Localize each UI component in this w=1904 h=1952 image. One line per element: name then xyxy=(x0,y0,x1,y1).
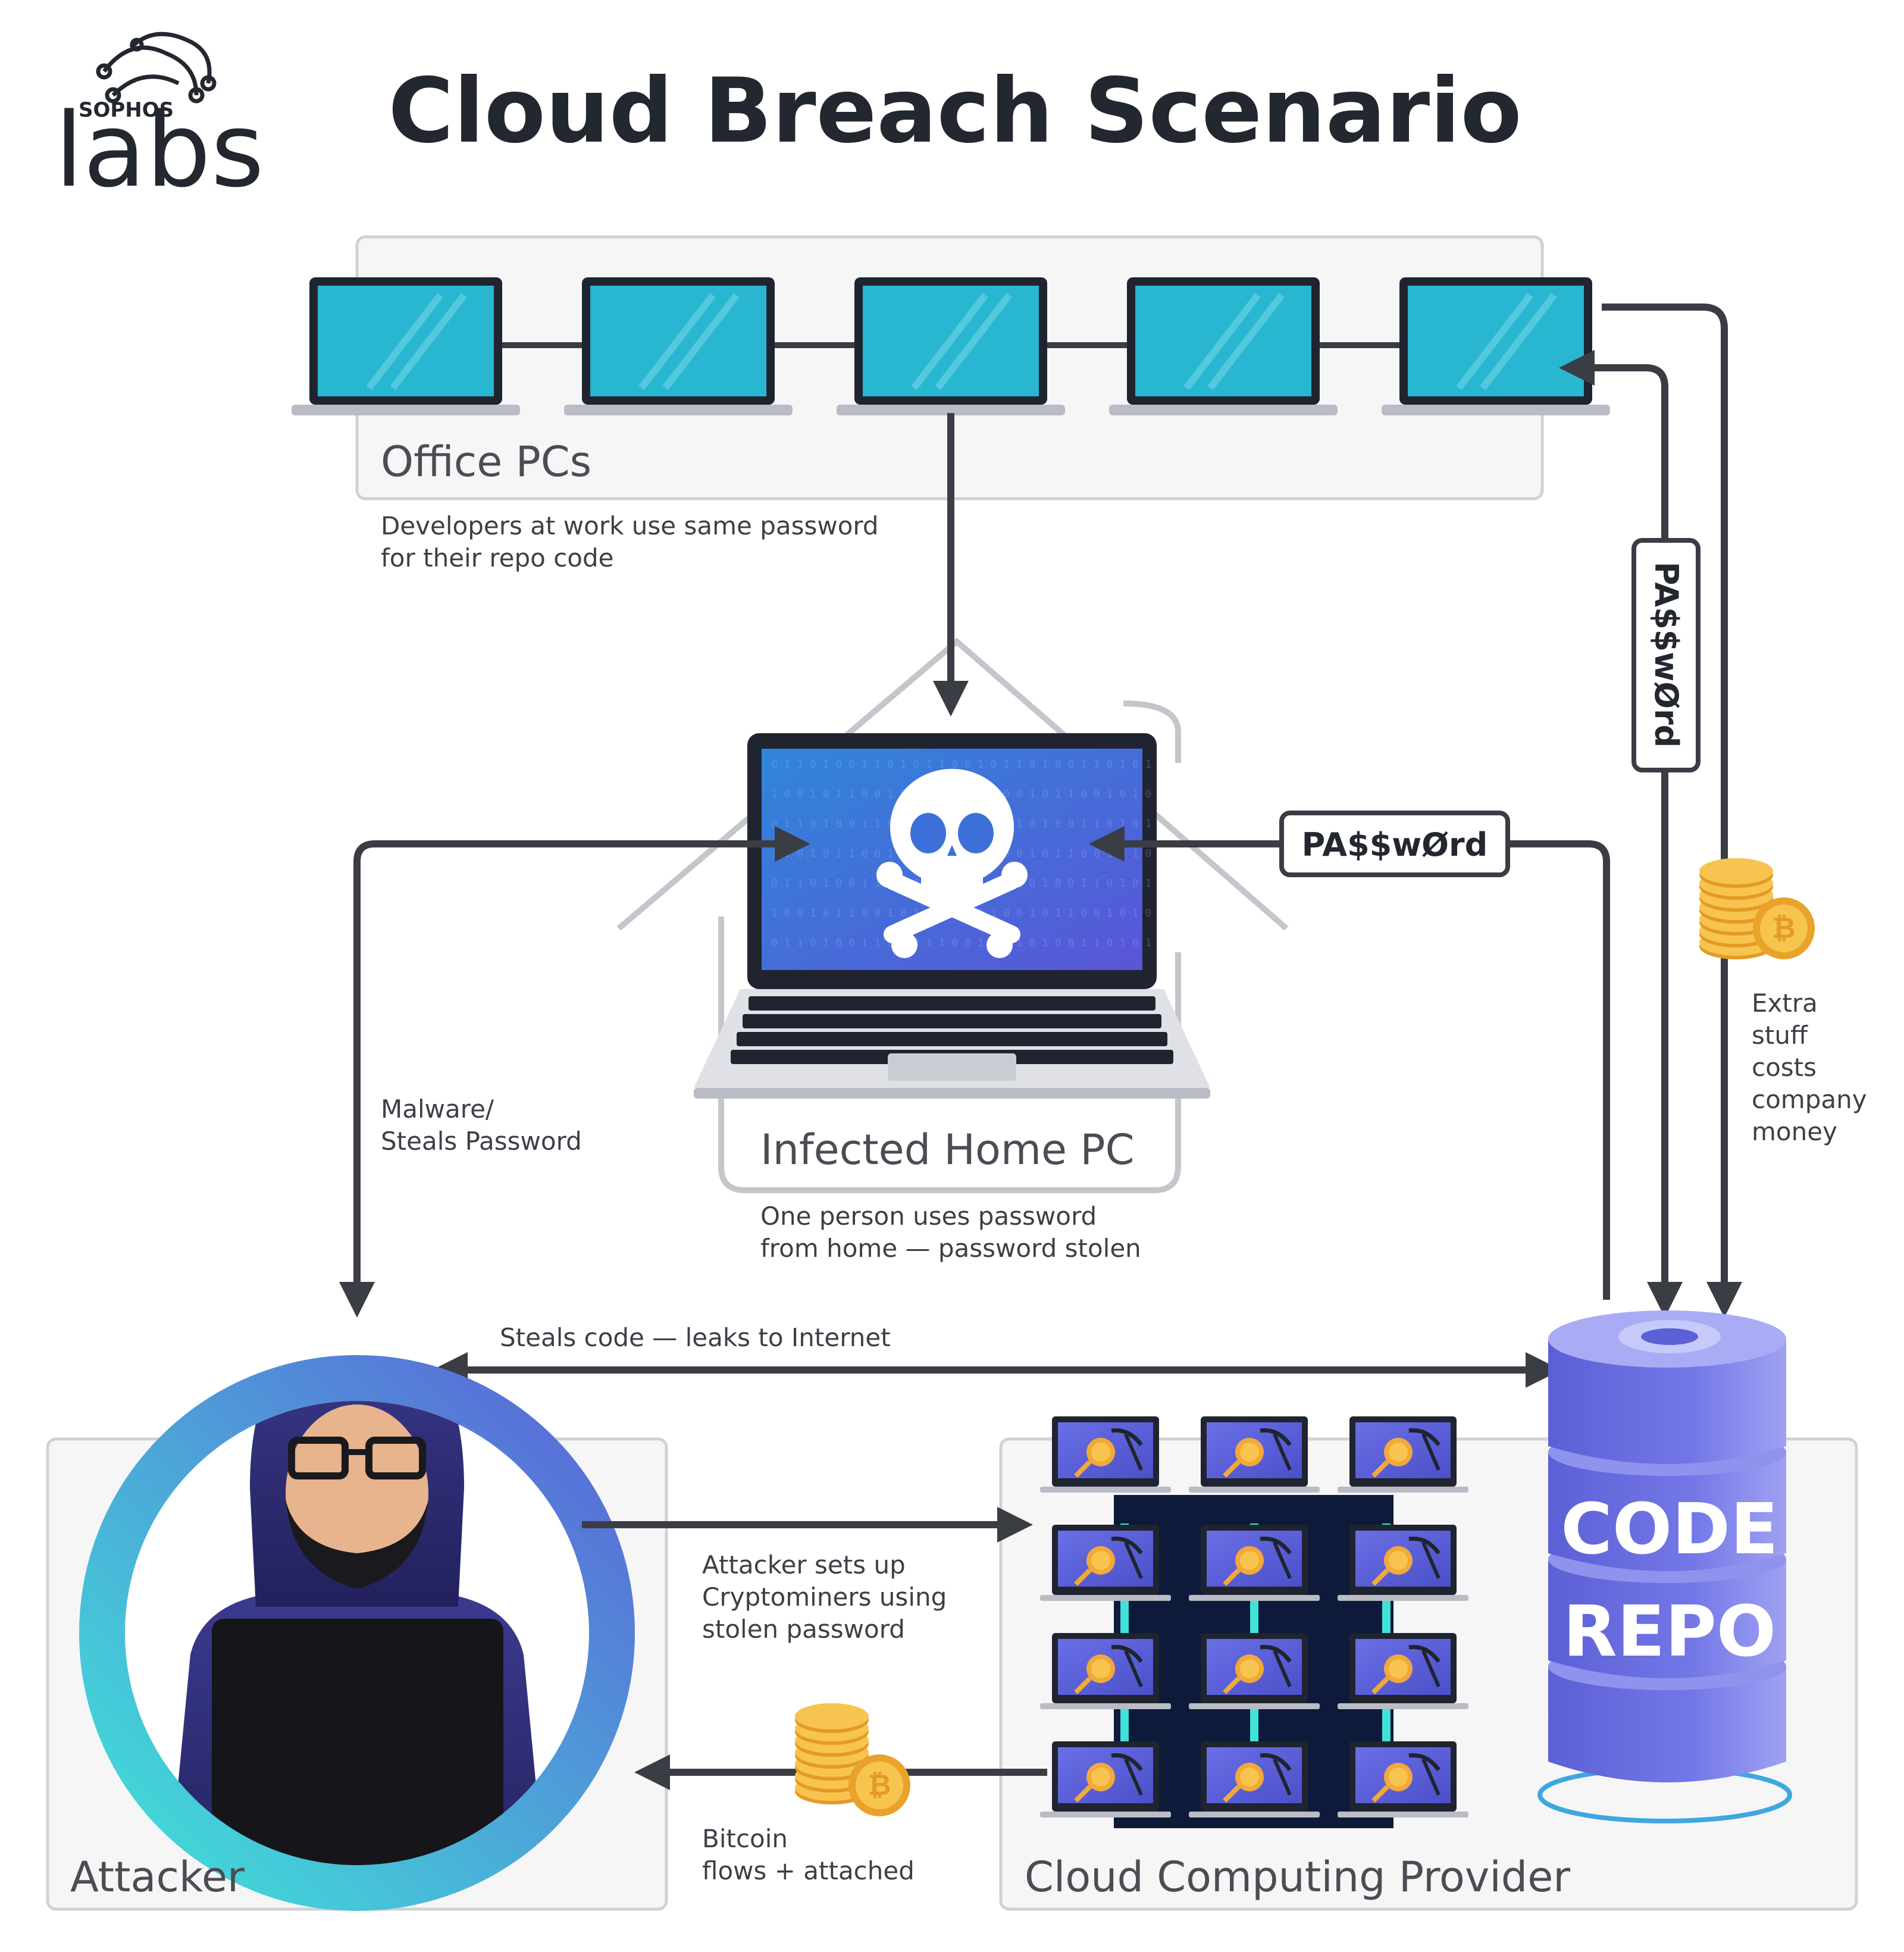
skull-crossbones-icon xyxy=(876,769,1028,958)
svg-text:0 1 1 0 1 0 0 1 1 0 1 0 1 1 0: 0 1 1 0 1 0 0 1 1 0 1 0 1 1 0 0 1 0 1 1 … xyxy=(771,758,1151,771)
miner-rig xyxy=(1189,1633,1320,1709)
miner-rig xyxy=(1189,1741,1320,1818)
bitcoin-note-line-1: Bitcoin xyxy=(702,1824,788,1853)
office-laptop-5 xyxy=(1382,277,1610,415)
office-label: Office PCs xyxy=(381,437,591,486)
malware-note-line-1: Malware/ xyxy=(381,1094,494,1124)
infected-home-laptop: 0 1 1 0 1 0 0 1 1 0 1 0 1 1 0 0 1 0 1 1 … xyxy=(694,733,1210,1099)
code-repo-cylinder xyxy=(1537,1310,1792,1823)
office-laptop-2 xyxy=(564,277,793,415)
attacker-avatar xyxy=(79,1355,635,1911)
office-laptop-3 xyxy=(837,277,1065,415)
miner-rig xyxy=(1338,1633,1468,1709)
cost-note-line-1: Extra xyxy=(1752,988,1818,1018)
malware-arrow xyxy=(339,826,810,1318)
office-laptop-4 xyxy=(1109,277,1338,415)
attacker-laptop xyxy=(212,1619,503,1865)
keyboard xyxy=(731,996,1173,1064)
miner-rig xyxy=(1338,1525,1468,1601)
password-token-text: PA$$wØrd xyxy=(1302,826,1488,864)
repo-to-office-password-arrow xyxy=(1559,350,1683,1318)
vertical-password-token: PA$$wØrd xyxy=(1631,538,1701,772)
office-laptop-1 xyxy=(292,277,520,415)
svg-text:0 1 1 0 1 0 0 1 1 0 1 0 1 1 0: 0 1 1 0 1 0 0 1 1 0 1 0 1 1 0 0 1 0 1 1 … xyxy=(771,937,1151,949)
malware-note-line-2: Steals Password xyxy=(381,1127,582,1156)
miner-note-line-3: stolen password xyxy=(702,1615,905,1644)
miner-rig xyxy=(1040,1416,1171,1493)
circuit-brain-icon xyxy=(96,32,217,104)
home-label: Infected Home PC xyxy=(760,1125,1134,1174)
miner-rig xyxy=(1040,1741,1171,1818)
trackpad xyxy=(888,1053,1016,1081)
cloud-label: Cloud Computing Provider xyxy=(1025,1853,1570,1901)
miner-note-line-2: Cryptominers using xyxy=(702,1582,947,1612)
logo-brand: SOPHOS xyxy=(79,98,174,122)
miner-rig xyxy=(1040,1633,1171,1709)
miner-rig xyxy=(1189,1416,1320,1493)
coin-stack-cost-icon xyxy=(1699,858,1815,959)
home-note-line-2: from home — password stolen xyxy=(760,1234,1141,1263)
password-token: PA$$wØrd xyxy=(1279,811,1510,877)
office-note-line-2: for their repo code xyxy=(381,543,614,573)
miner-rig xyxy=(1040,1525,1171,1601)
page-title: Cloud Breach Scenario xyxy=(388,60,1521,163)
cost-note-line-2: stuff xyxy=(1752,1021,1808,1050)
vertical-password-text: PA$$wØrd xyxy=(1648,562,1685,748)
logo-product: labs xyxy=(55,90,264,210)
miner-rig xyxy=(1338,1416,1468,1493)
miner-note-line-1: Attacker sets up xyxy=(702,1550,906,1579)
coin-stack-bitcoin-icon xyxy=(795,1703,910,1816)
miner-rig xyxy=(1338,1741,1468,1818)
cost-note-line-3: costs xyxy=(1752,1053,1817,1082)
home-note-line-1: One person uses password xyxy=(760,1202,1097,1231)
miner-rig xyxy=(1189,1525,1320,1601)
cost-note-line-4: company xyxy=(1752,1085,1867,1114)
office-note-line-1: Developers at work use same password xyxy=(381,511,879,540)
cost-note-line-5: money xyxy=(1752,1117,1837,1146)
office-to-repo-cost-arrow xyxy=(1602,304,1742,1318)
repo-label-line-1: CODE xyxy=(1561,1488,1778,1570)
attacker-label: Attacker xyxy=(70,1853,245,1901)
steals-code-note: Steals code — leaks to Internet xyxy=(500,1323,891,1352)
repo-label-line-2: REPO xyxy=(1563,1590,1776,1672)
sophos-labs-logo: SOPHOS labs xyxy=(55,32,264,210)
bitcoin-note-line-2: flows + attached xyxy=(702,1856,915,1885)
